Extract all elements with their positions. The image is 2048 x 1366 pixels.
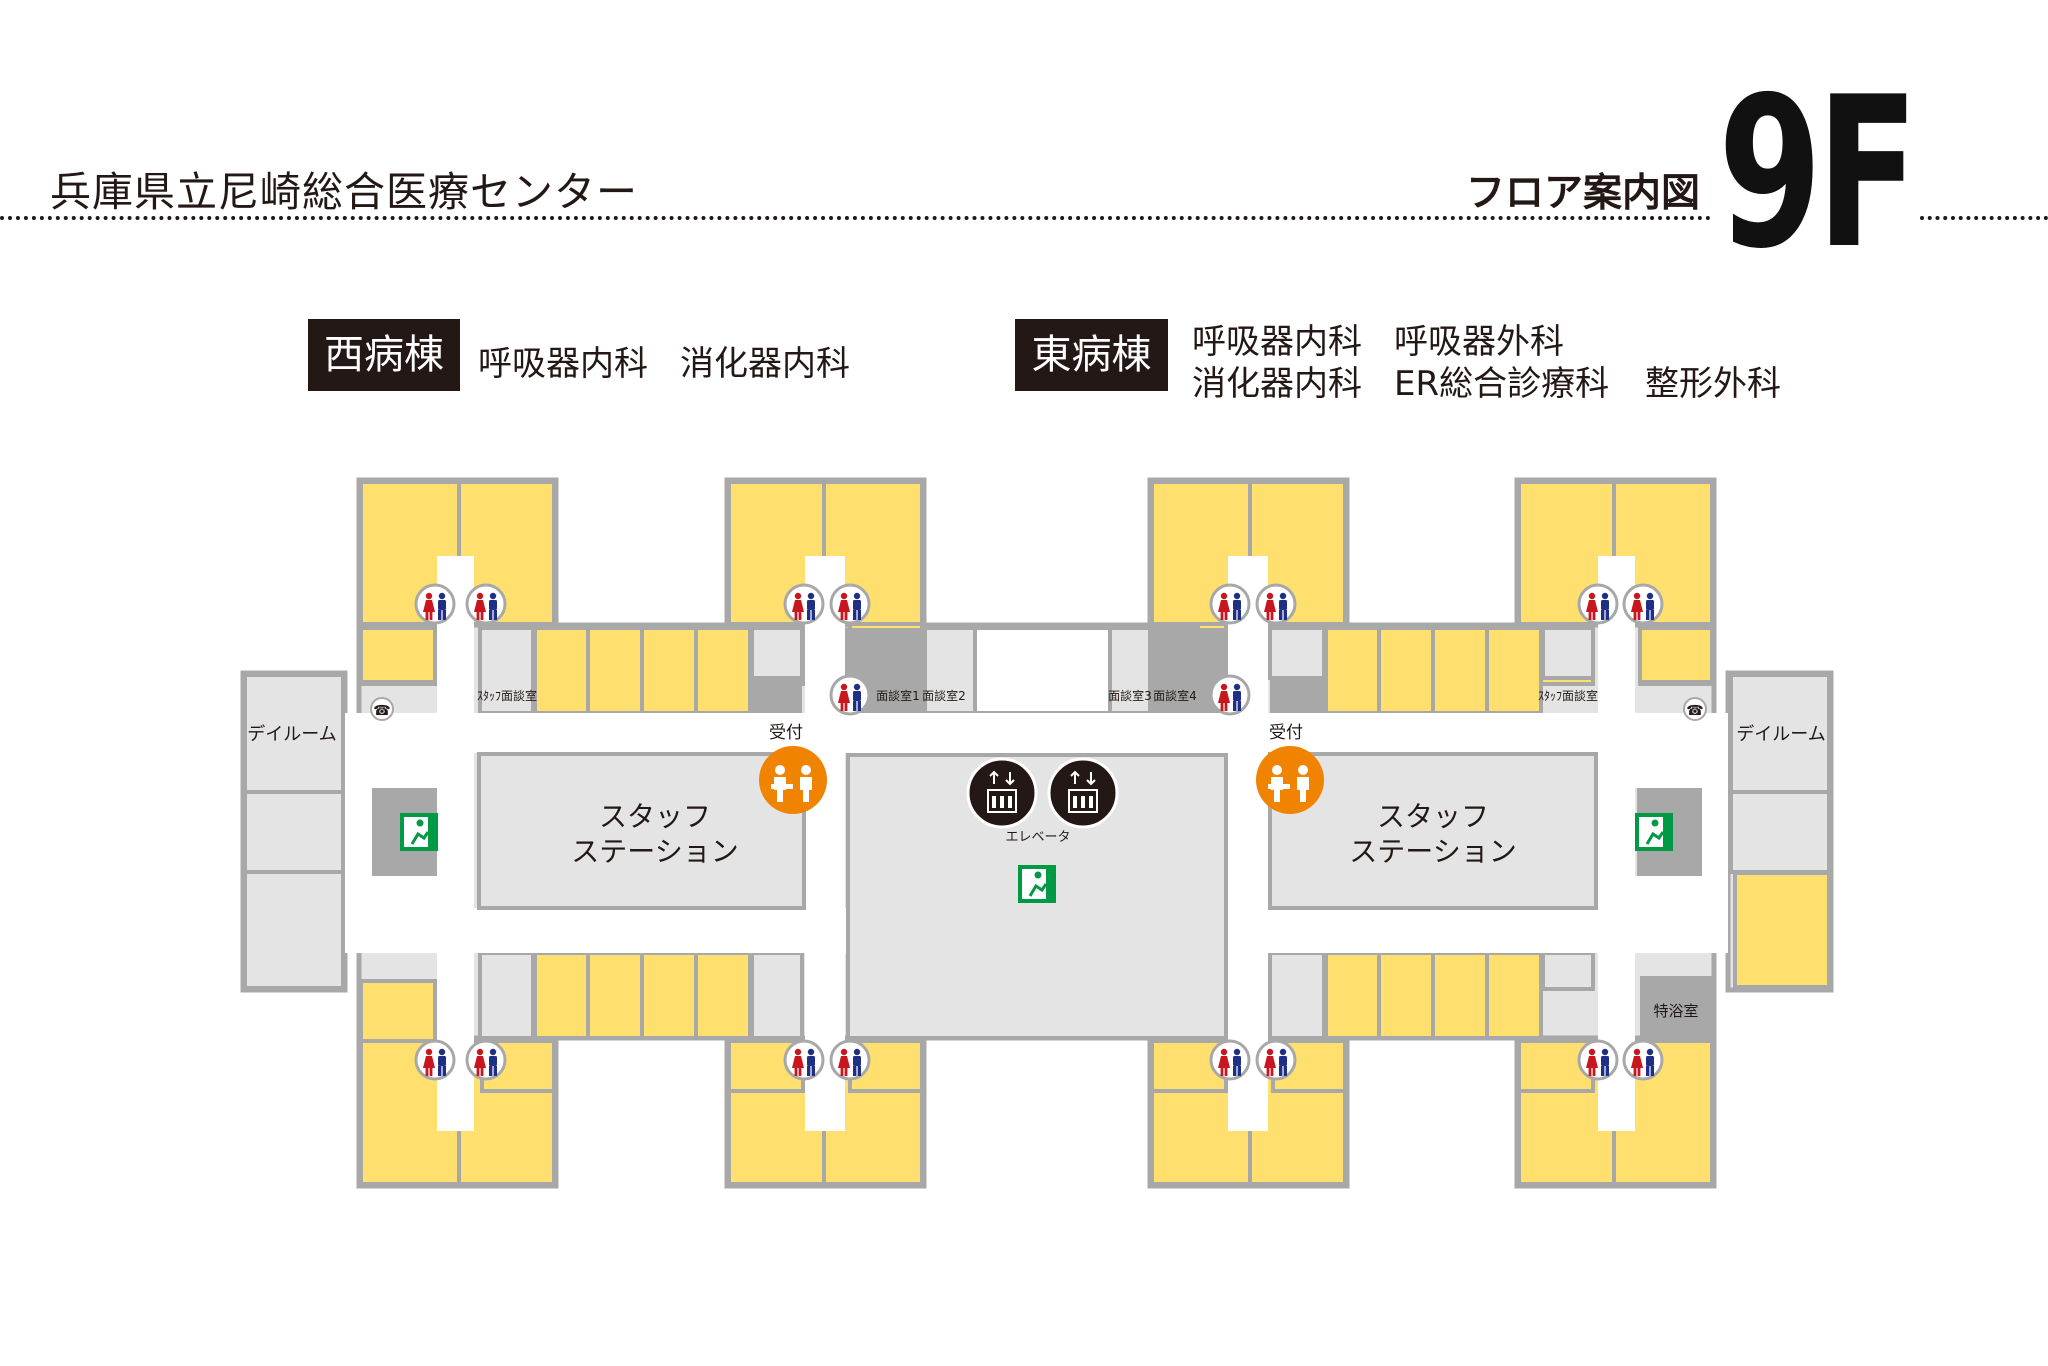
floor-number: 9F xyxy=(1718,53,1919,295)
east-reception-icon xyxy=(1256,746,1324,814)
header-divider-right xyxy=(1920,216,2048,220)
west-dept-respiratory-medicine: 呼吸器内科 xyxy=(478,344,648,384)
floor-guide-label: フロア案内図 xyxy=(1466,171,1701,216)
east-ward-tag: 東病棟 xyxy=(1015,319,1168,391)
restroom-icon xyxy=(1622,583,1664,625)
east-reception-label: 受付 xyxy=(1269,723,1303,743)
west-reception-label: 受付 xyxy=(769,723,803,743)
restroom-icon xyxy=(1255,1039,1297,1081)
west-staff-station-label-1: スタッフ xyxy=(599,800,711,833)
east-dept-er-general-medicine: ER総合診療科 xyxy=(1394,364,1610,404)
east-staff-station-label-1: スタッフ xyxy=(1377,800,1489,833)
corridors xyxy=(345,556,1728,1131)
restroom-icon xyxy=(465,1039,507,1081)
restroom-icon xyxy=(1255,583,1297,625)
hospital-name: 兵庫県立尼崎総合医療センター xyxy=(50,168,638,216)
west-reception-icon xyxy=(759,746,827,814)
restroom-icon xyxy=(465,583,507,625)
meeting-room-1-label: 面談室1 xyxy=(876,688,920,703)
restroom-icon xyxy=(829,1039,871,1081)
east-dept-orthopedics: 整形外科 xyxy=(1645,364,1781,404)
restroom-icon xyxy=(1622,1039,1664,1081)
restroom-icon xyxy=(414,1039,456,1081)
west-dept-gastroenterology: 消化器内科 xyxy=(680,344,850,384)
restroom-icon xyxy=(1577,583,1619,625)
svg-text:☎: ☎ xyxy=(373,703,390,719)
restroom-icon xyxy=(829,583,871,625)
east-staff-station-label-2: ステーション xyxy=(1349,835,1516,868)
west-ward-tag: 西病棟 xyxy=(308,319,460,391)
restroom-icon xyxy=(1209,1039,1251,1081)
restroom-icon xyxy=(1577,1039,1619,1081)
center-emergency-exit-icon xyxy=(1018,865,1056,903)
elevator-icon-1 xyxy=(966,757,1038,829)
meeting-room-2-label: 面談室2 xyxy=(922,688,966,703)
west-staff-meeting-room-label: ｽﾀｯﾌ面談室 xyxy=(477,688,537,703)
east-emergency-exit-icon xyxy=(1635,813,1673,851)
restroom-icon xyxy=(1209,674,1251,716)
east-phone-icon: ☎ xyxy=(1683,697,1707,721)
east-staff-meeting-room-label: ｽﾀｯﾌ面談室 xyxy=(1538,688,1598,703)
west-emergency-exit-icon xyxy=(400,813,438,851)
east-dept-respiratory-medicine: 呼吸器内科 xyxy=(1192,322,1362,362)
east-dept-gastroenterology: 消化器内科 xyxy=(1192,364,1362,404)
restroom-icon xyxy=(829,674,871,716)
header-divider-left xyxy=(0,216,1712,220)
restroom-icon xyxy=(414,583,456,625)
svg-text:☎: ☎ xyxy=(1686,703,1703,719)
elevator-label: エレベータ xyxy=(1005,830,1070,845)
meeting-room-3-label: 面談室3 xyxy=(1108,688,1152,703)
east-dept-respiratory-surgery: 呼吸器外科 xyxy=(1394,322,1564,362)
east-day-room-label: デイルーム xyxy=(1736,724,1825,745)
meeting-room-4-label: 面談室4 xyxy=(1153,688,1197,703)
service-rooms xyxy=(243,626,1831,1040)
elevator-icon-2 xyxy=(1047,757,1119,829)
restroom-icon xyxy=(783,1039,825,1081)
special-bath-label: 特浴室 xyxy=(1653,1002,1698,1020)
restroom-icon xyxy=(1209,583,1251,625)
west-staff-station-label-2: ステーション xyxy=(571,835,738,868)
restroom-icon xyxy=(783,583,825,625)
west-day-room-label: デイルーム xyxy=(247,724,336,745)
restroom-icons xyxy=(414,583,1664,1081)
west-phone-icon: ☎ xyxy=(370,697,394,721)
